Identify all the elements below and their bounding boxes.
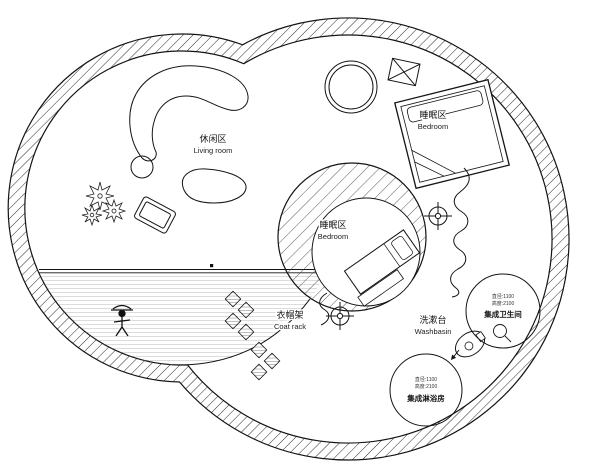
person-icon: [111, 304, 133, 337]
round-table-inner: [328, 64, 374, 110]
direction-arrow-icon: [451, 349, 460, 360]
bed-center: [343, 229, 421, 307]
shower-pod-spec-2: 高度:2100: [415, 383, 438, 390]
coat-rack-label-zh: 衣帽架: [276, 309, 303, 320]
bedroom-center-label-en: Bedroom: [318, 232, 348, 241]
washbasin-label-en: Washbasin: [415, 327, 452, 336]
living-room-label-en: Living room: [194, 146, 233, 155]
bed-upper: [393, 78, 511, 190]
curved-sofa: [129, 65, 249, 162]
potted-plant-icon: [81, 181, 127, 227]
bedroom-center-label-zh: 睡眠区: [319, 219, 346, 230]
crosshair-icon-1: [424, 202, 452, 230]
curtain-squiggle-left: [319, 292, 330, 326]
bathroom-pod: 直径:1100 高度:2100 集成卫生间: [465, 273, 541, 349]
shower-pod: 直径:1100 高度:2100 集成淋浴房: [389, 353, 463, 427]
coffee-table: [182, 168, 247, 204]
crosshair-icon-2: [326, 302, 354, 330]
bathroom-pod-spec-2: 高度:2100: [492, 300, 515, 307]
coat-rack-label-en: Coat rack: [274, 322, 306, 331]
round-table-outer: [324, 60, 378, 114]
living-room-label-zh: 休闲区: [199, 133, 226, 144]
x-marked-box-icon: [387, 57, 421, 87]
side-table: [130, 155, 154, 179]
bathroom-pod-spec-1: 直径:1100: [492, 293, 514, 300]
ottoman: [134, 196, 176, 234]
coat-rack-cluster-2: [250, 341, 281, 381]
curtain-squiggle-right: [450, 167, 470, 298]
pod-fixture-icon: [493, 324, 512, 343]
coat-rack-cluster-1: [224, 290, 255, 341]
bathroom-pod-label: 集成卫生间: [483, 309, 522, 319]
washbasin-fixture: [454, 330, 486, 358]
shower-pod-label: 集成淋浴房: [406, 393, 445, 403]
entry-dot: [210, 264, 214, 268]
bedroom-upper-label-en: Bedroom: [418, 122, 448, 131]
washbasin-label-zh: 洗漱台: [419, 314, 446, 325]
bedroom-upper-label-zh: 睡眠区: [419, 109, 446, 120]
shower-pod-spec-1: 直径:1100: [415, 376, 437, 383]
